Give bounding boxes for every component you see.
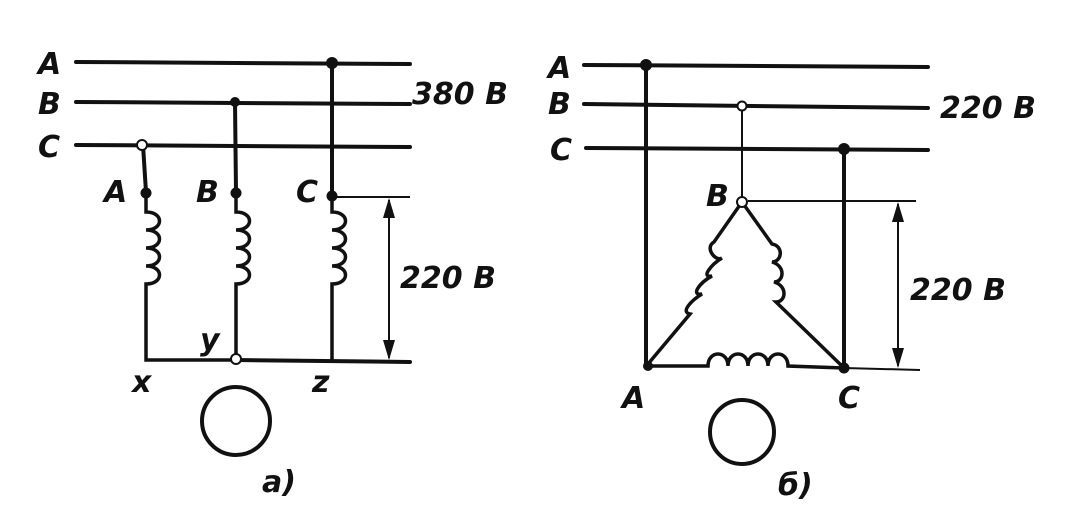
line-label-c: C (38, 130, 60, 165)
output-line (843, 367, 921, 371)
motor-rotor-circle (708, 398, 776, 466)
supply-line-c (74, 143, 412, 149)
winding-a-terminal (140, 187, 152, 199)
winding-start-a: A (102, 175, 127, 210)
supply-line-a (74, 60, 412, 66)
winding-b-terminal (230, 187, 242, 199)
vertex-label-a: A (620, 381, 645, 416)
winding-end-x: x (130, 365, 153, 400)
line-label-a: A (546, 51, 571, 86)
dimension-arrow-top (383, 198, 395, 218)
junction-b-line (230, 97, 240, 107)
dimension-arrow-top (892, 202, 904, 222)
winding-ab-coil (646, 200, 744, 366)
dimension-arrow-bottom (892, 348, 904, 368)
junction-c-line (136, 139, 148, 151)
vertex-b (736, 196, 748, 208)
phase-b-lead (233, 100, 238, 194)
winding-start-b: B (196, 175, 219, 210)
junction-c-line (838, 143, 850, 155)
winding-bc-coil (740, 200, 844, 368)
vertex-label-b: B (706, 179, 729, 214)
line-voltage-label: 380 B (412, 77, 508, 112)
winding-a-coil (144, 196, 238, 362)
motor-rotor-circle (200, 385, 272, 457)
caption-a: а) (262, 465, 296, 500)
caption-b: б) (778, 468, 813, 503)
delta-connection-diagram: A B C 220 B B A C 220 B б) (546, 51, 1036, 503)
line-label-c: C (550, 133, 572, 168)
junction-a-line (640, 59, 652, 71)
line-label-b: B (548, 87, 571, 122)
winding-c-coil (330, 198, 348, 362)
phase-voltage-label: 220 B (910, 273, 1006, 308)
winding-ac-coil (646, 352, 846, 370)
winding-b-coil (234, 196, 252, 358)
supply-line-a (582, 63, 930, 69)
line-label-a: A (36, 47, 61, 82)
phase-a-lead (141, 143, 148, 194)
star-connection-diagram: A B C 380 B A B C x y z 220 B (36, 47, 508, 500)
winding-end-y: y (200, 323, 221, 358)
junction-b-line (736, 100, 748, 112)
winding-start-c: C (296, 175, 318, 210)
supply-line-b (582, 102, 930, 110)
supply-line-b (74, 100, 412, 106)
phase-voltage-label: 220 B (400, 261, 496, 296)
line-label-b: B (38, 87, 61, 122)
supply-line-c (584, 146, 930, 152)
vertex-a (643, 361, 653, 371)
winding-c-terminal (326, 190, 338, 202)
winding-end-z: z (311, 365, 330, 400)
neutral-line (234, 358, 412, 364)
junction-a-line (326, 57, 338, 69)
vertex-label-c: C (838, 381, 860, 416)
neutral-point (230, 353, 242, 365)
dimension-arrow-bottom (383, 340, 395, 360)
line-voltage-label: 220 B (940, 91, 1036, 126)
